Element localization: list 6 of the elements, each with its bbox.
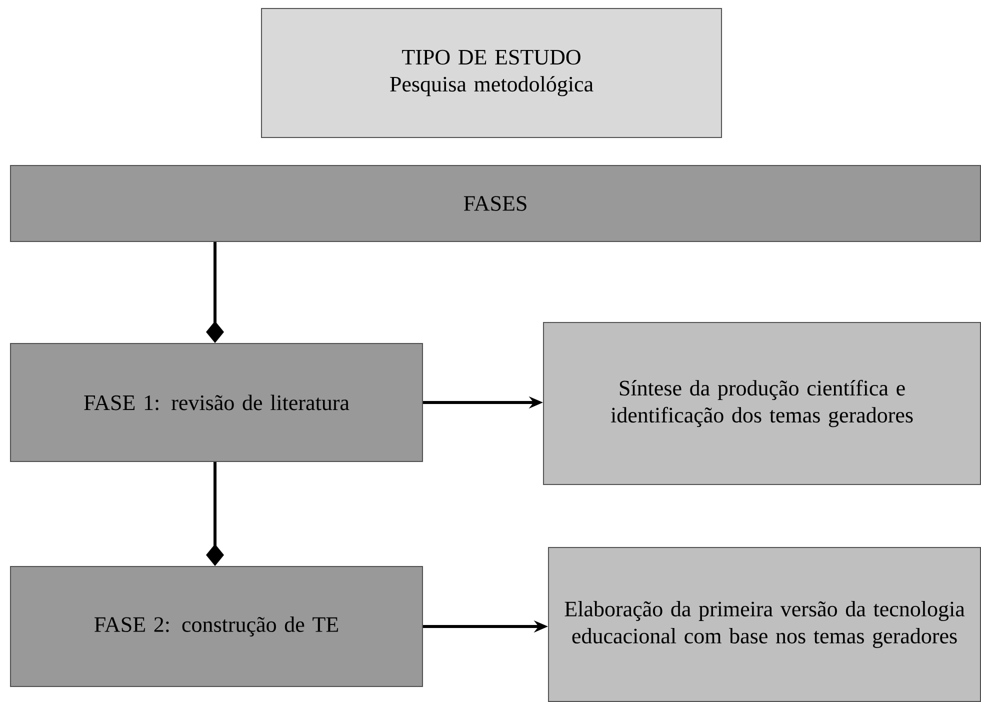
result-box: Síntese da produção científica e identificação dos temas geradores bbox=[543, 322, 981, 485]
result-box: Elaboração da primeira versão da tecnologia educacional com base nos temas geradores bbox=[548, 547, 981, 702]
phase-band: FASES bbox=[10, 165, 981, 242]
title-box: TIPO DE ESTUDO Pesquisa metodológica bbox=[261, 8, 722, 138]
process-box: FASE 1: revisão de literatura bbox=[10, 343, 423, 462]
process-box: FASE 2: construção de TE bbox=[10, 566, 423, 687]
